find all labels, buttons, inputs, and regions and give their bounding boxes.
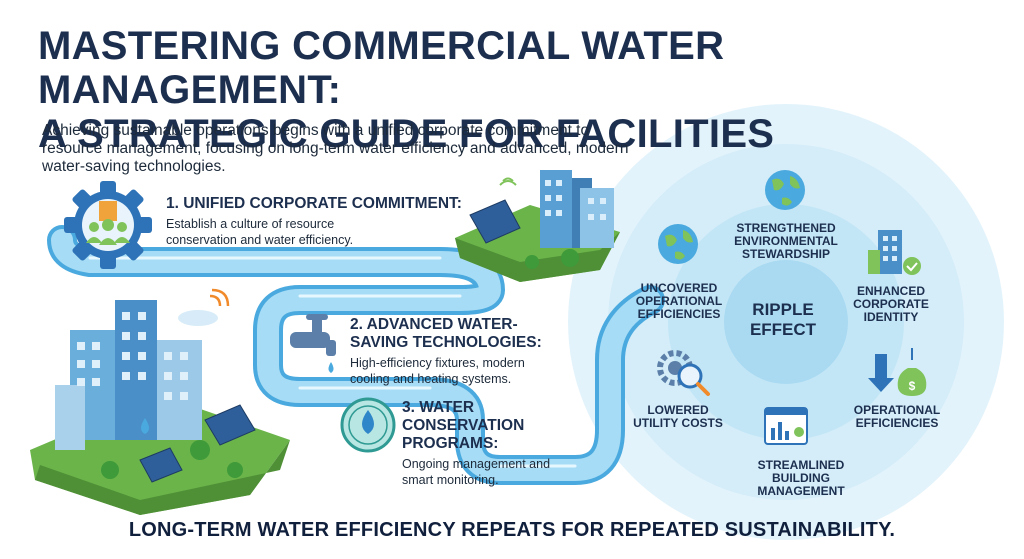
ripple-label-identity: ENHANCED CORPORATE IDENTITY bbox=[853, 284, 929, 324]
faucet-icon bbox=[290, 314, 336, 373]
ripple-label-stewardship: STRENGTHENED ENVIRONMENTAL STEWARDSHIP bbox=[734, 221, 838, 261]
ripple-effect-label: RIPPLE EFFECT bbox=[749, 300, 817, 339]
water-drop-icon bbox=[340, 397, 396, 453]
building-check-icon bbox=[868, 230, 921, 275]
dashboard-icon bbox=[764, 407, 808, 445]
gear-people-icon bbox=[64, 181, 152, 269]
river-path bbox=[47, 225, 665, 485]
ripple-label-utility: LOWERED UTILITY COSTS bbox=[633, 403, 723, 430]
money-bag-icon: $ bbox=[868, 348, 927, 396]
step-2: 2. ADVANCED WATER-SAVING TECHNOLOGIES: H… bbox=[350, 316, 580, 387]
ripple-label-uncovered: UNCOVERED OPERATIONAL EFFICIENCIES bbox=[635, 281, 723, 321]
footer-tagline: LONG-TERM WATER EFFICIENCY REPEATS FOR R… bbox=[128, 519, 896, 541]
ripple-rings bbox=[568, 104, 1004, 540]
step-2-heading: 2. ADVANCED WATER-SAVING TECHNOLOGIES: bbox=[350, 316, 542, 351]
left-city-island bbox=[30, 288, 290, 515]
step-1: 1. UNIFIED CORPORATE COMMITMENT: Establi… bbox=[166, 195, 466, 248]
ripple-label-building-mgmt: STREAMLINED BUILDING MANAGEMENT bbox=[757, 458, 845, 498]
ripple-label-operational: OPERATIONAL EFFICIENCIES bbox=[853, 403, 941, 430]
svg-text:$: $ bbox=[909, 379, 916, 393]
top-city-island bbox=[455, 170, 620, 282]
globe-icon bbox=[765, 170, 805, 210]
step-3-body: Ongoing management and smart monitoring. bbox=[402, 457, 551, 487]
page-title: MASTERING COMMERCIAL WATER MANAGEMENT:A … bbox=[38, 24, 775, 156]
step-1-body: Establish a culture of resource conserva… bbox=[166, 217, 354, 247]
gear-magnifier-icon bbox=[657, 350, 710, 396]
step-3: 3. WATER CONSERVATION PROGRAMS: Ongoing … bbox=[402, 399, 602, 488]
step-1-heading: 1. UNIFIED CORPORATE COMMITMENT: bbox=[166, 195, 462, 212]
globe-icon bbox=[658, 224, 698, 264]
step-3-heading: 3. WATER CONSERVATION PROGRAMS: bbox=[402, 399, 525, 452]
step-2-body: High-efficiency fixtures, modern cooling… bbox=[350, 356, 525, 386]
intro-text: Achieving sustainable operations begins … bbox=[42, 122, 629, 175]
